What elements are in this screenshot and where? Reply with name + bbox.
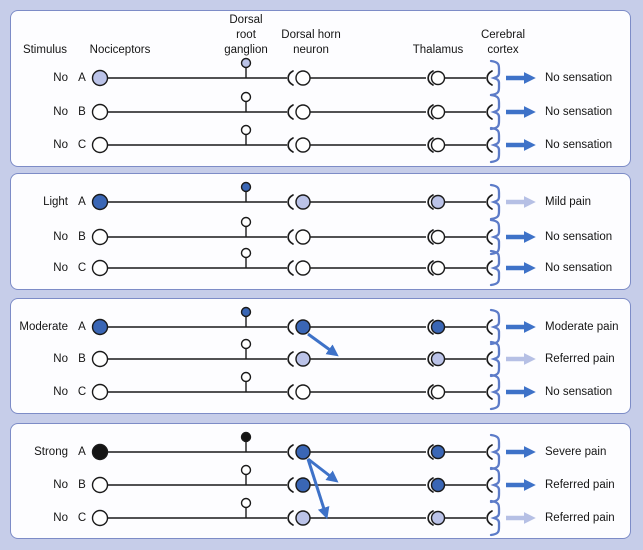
- fiber-label: B: [78, 231, 86, 243]
- sensation-label: No sensation: [545, 231, 613, 243]
- column-header-dorsal-root-ganglion: Dorsal root ganglion: [206, 13, 286, 58]
- fiber-label: C: [77, 262, 87, 274]
- column-header-stimulus: Stimulus: [22, 44, 68, 56]
- stimulus-label: No: [53, 231, 68, 243]
- sensation-label: Severe pain: [545, 446, 607, 458]
- fiber-label: C: [77, 512, 87, 524]
- header-line: neuron: [293, 44, 329, 56]
- sensation-label: Referred pain: [545, 512, 615, 524]
- fiber-label: B: [78, 106, 86, 118]
- stimulus-label: No: [53, 262, 68, 274]
- sensation-label: Referred pain: [545, 479, 615, 491]
- sensation-label: No sensation: [545, 139, 613, 151]
- fiber-label: A: [78, 446, 86, 458]
- header-line: Dorsal: [229, 14, 263, 26]
- column-header-cerebral-cortex: Cerebral cortex: [463, 28, 543, 58]
- panel-moderate-stimulus: [10, 298, 631, 414]
- column-header-dorsal-horn-neuron: Dorsal horn neuron: [266, 28, 356, 58]
- stimulus-label: No: [53, 139, 68, 151]
- sensation-label: Referred pain: [545, 353, 615, 365]
- sensation-label: No sensation: [545, 386, 613, 398]
- sensation-label: Moderate pain: [545, 321, 619, 333]
- fiber-label: B: [78, 353, 86, 365]
- fiber-label: A: [78, 72, 86, 84]
- stimulus-label: No: [53, 479, 68, 491]
- stimulus-label: No: [53, 72, 68, 84]
- stimulus-label: Moderate: [19, 321, 68, 333]
- stimulus-label: Light: [43, 196, 68, 208]
- sensation-label: No sensation: [545, 72, 613, 84]
- stimulus-label: No: [53, 106, 68, 118]
- header-line: root: [236, 29, 256, 41]
- sensation-label: No sensation: [545, 262, 613, 274]
- panel-strong-stimulus: [10, 423, 631, 539]
- stimulus-label: Strong: [34, 446, 68, 458]
- fiber-label: B: [78, 479, 86, 491]
- stimulus-label: No: [53, 512, 68, 524]
- stimulus-label: No: [53, 353, 68, 365]
- fiber-label: A: [78, 321, 86, 333]
- column-header-nociceptors: Nociceptors: [89, 44, 151, 56]
- stimulus-label: No: [53, 386, 68, 398]
- fiber-label: C: [77, 386, 87, 398]
- sensation-label: No sensation: [545, 106, 613, 118]
- sensation-label: Mild pain: [545, 196, 592, 208]
- header-line: Dorsal horn: [281, 29, 341, 41]
- fiber-label: A: [78, 196, 86, 208]
- column-header-thalamus: Thalamus: [412, 44, 464, 56]
- panel-light-stimulus: [10, 173, 631, 290]
- header-line: ganglion: [224, 44, 268, 56]
- fiber-label: C: [77, 139, 87, 151]
- header-line: Cerebral: [480, 29, 526, 41]
- header-line: cortex: [487, 44, 519, 56]
